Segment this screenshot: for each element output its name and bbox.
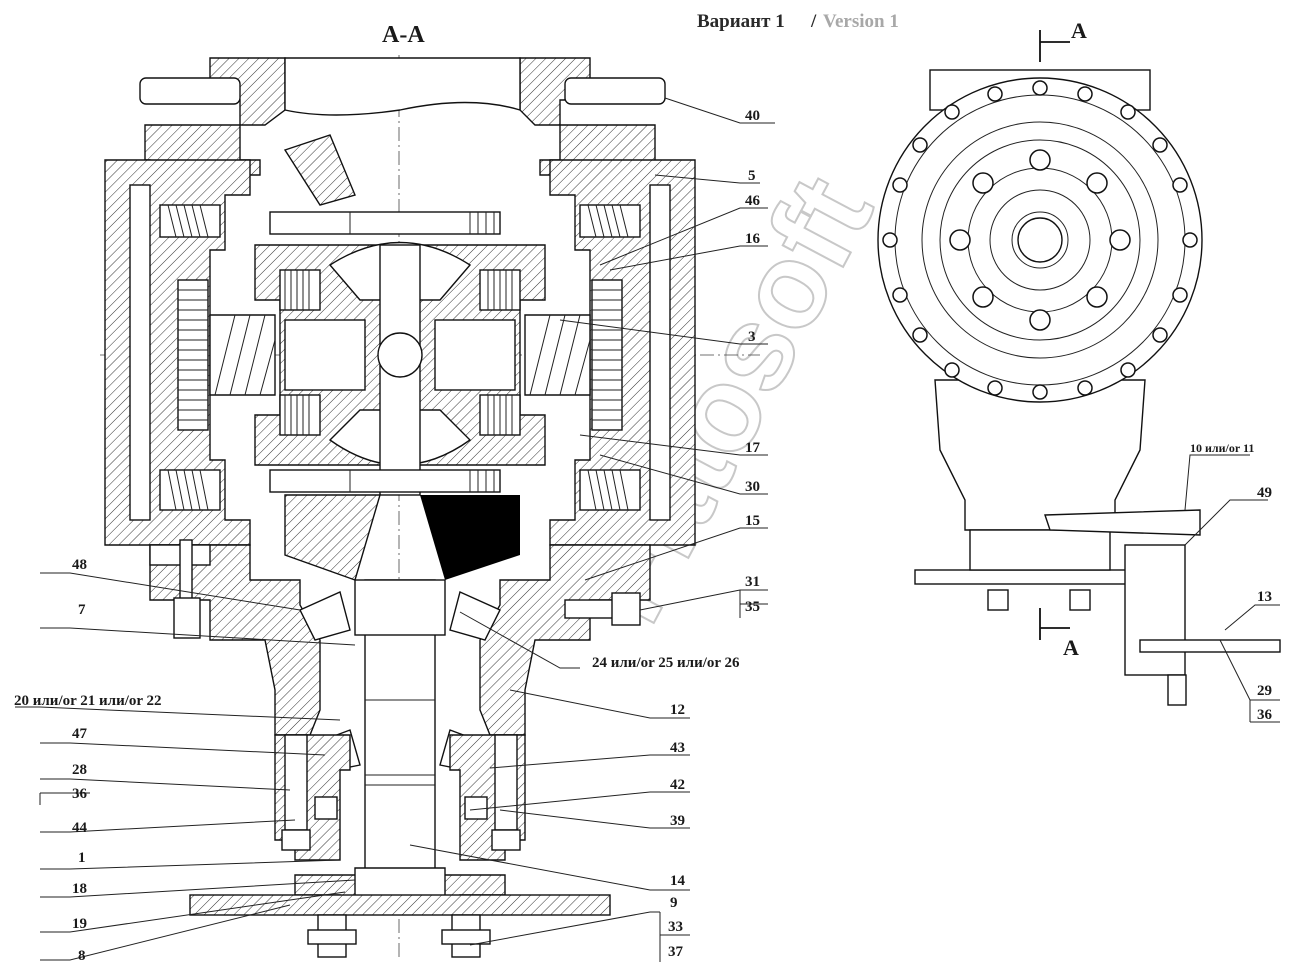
callout-5: 5: [748, 168, 756, 184]
planet-shaft-left: [209, 314, 276, 396]
foot-nut-right: [1069, 589, 1091, 611]
nut-44: [281, 829, 311, 851]
brake-drum-left: [129, 184, 151, 521]
ring-gear-right: [591, 279, 623, 431]
callout-43: 43: [670, 740, 685, 756]
section-title: A-A: [382, 22, 425, 48]
foot-nut-left: [987, 589, 1009, 611]
side-gear-right: [434, 319, 516, 391]
seal-left: [314, 796, 338, 820]
callout-16: 16: [745, 231, 761, 247]
bevel-tooth-top: [283, 134, 356, 206]
callout-49: 49: [1257, 485, 1272, 501]
valve-lever: [1139, 639, 1281, 653]
drain-plug-head: [611, 592, 641, 626]
taper-bearing-upper-right: [449, 591, 501, 641]
callout-31: 31: [745, 574, 760, 590]
stud-right: [564, 77, 666, 105]
stud-39: [494, 734, 518, 831]
callout-48: 48: [72, 557, 87, 573]
callout-36-left: 36: [72, 786, 88, 802]
base-plate: [189, 894, 611, 916]
callout-14: 14: [670, 873, 686, 889]
callout-35: 35: [745, 599, 760, 615]
callout-42: 42: [670, 777, 685, 793]
right-leader-lines: [1184, 454, 1280, 723]
brake-drum-right: [649, 184, 671, 521]
callout-7: 7: [78, 602, 86, 618]
spline-hub: [1017, 217, 1063, 263]
lower-mount: [969, 529, 1111, 571]
top-flange-center: [284, 57, 521, 116]
variant-en-label: Version 1: [823, 11, 899, 32]
callout-13: 13: [1257, 589, 1272, 605]
callout-29: 29: [1257, 683, 1272, 699]
callout-17: 17: [745, 440, 761, 456]
section-view-a-a: [100, 55, 760, 960]
callout-8: 8: [78, 948, 86, 964]
callout-44: 44: [72, 820, 88, 836]
callout-40: 40: [745, 108, 760, 124]
ring-gear-left: [177, 279, 209, 431]
stud-44: [284, 734, 308, 831]
callout-12: 12: [670, 702, 685, 718]
callout-1: 1: [78, 850, 86, 866]
callout-3: 3: [748, 329, 756, 345]
top-flange-right: [519, 57, 591, 126]
callout-18: 18: [72, 881, 87, 897]
end-view: A A: [877, 18, 1281, 706]
drawing-header: Вариант 1 / Version 1: [697, 11, 899, 32]
inner-bolt-holes: [949, 149, 1131, 331]
callout-labels: 40 5 46 16 3 17 30 15 31 35 48 7 24 или/…: [14, 108, 761, 964]
callout-24-25-26: 24 или/or 25 или/or 26: [592, 655, 740, 671]
callout-47: 47: [72, 726, 88, 742]
top-bolt: [269, 211, 501, 235]
callout-20-21-22: 20 или/or 21 или/or 22: [14, 693, 162, 709]
planet-shaft-right: [524, 314, 591, 396]
lower-housing-left: [149, 544, 321, 736]
lower-plate: [914, 569, 1136, 585]
clutch-pack-left-top: [279, 269, 321, 311]
callout-33: 33: [668, 919, 683, 935]
nut-39: [491, 829, 521, 851]
clutch-pack-left-bottom: [279, 394, 321, 436]
outer-bolt-holes: [882, 80, 1198, 400]
callout-19: 19: [72, 916, 87, 932]
leader-lines: [15, 97, 775, 962]
lever-arm: [1044, 509, 1201, 536]
callout-28: 28: [72, 762, 87, 778]
callout-36-right: 36: [1257, 707, 1273, 723]
taper-bearing-upper-left: [299, 591, 351, 641]
seal-right: [464, 796, 488, 820]
right-callouts: 10 или/or 11 49 13 29 36: [1190, 441, 1273, 723]
callout-15: 15: [745, 513, 760, 529]
section-mark-top: A: [1071, 18, 1087, 43]
callout-37: 37: [668, 944, 684, 960]
bolt-48-head: [173, 597, 201, 639]
valve-block: [1124, 544, 1186, 676]
spring-packs: [159, 204, 641, 511]
bottom-bolt: [269, 469, 501, 493]
side-gear-left: [284, 319, 366, 391]
callout-30: 30: [745, 479, 760, 495]
callout-39: 39: [670, 813, 685, 829]
bevel-pinion-left: [284, 494, 381, 581]
cross-shaft-center: [377, 332, 423, 378]
variant-ru-label: Вариант 1: [697, 11, 785, 32]
stud-left: [139, 77, 241, 105]
variant-separator: /: [810, 11, 817, 32]
pinion-shaft-head: [354, 579, 446, 636]
valve-nut: [1167, 674, 1187, 706]
callout-10-11: 10 или/or 11: [1190, 441, 1254, 455]
callout-46: 46: [745, 193, 761, 209]
callout-9: 9: [670, 895, 678, 911]
bevel-pinion-right: [420, 495, 520, 580]
lower-housing-right: [479, 544, 651, 736]
section-mark-bottom: A: [1063, 635, 1079, 660]
